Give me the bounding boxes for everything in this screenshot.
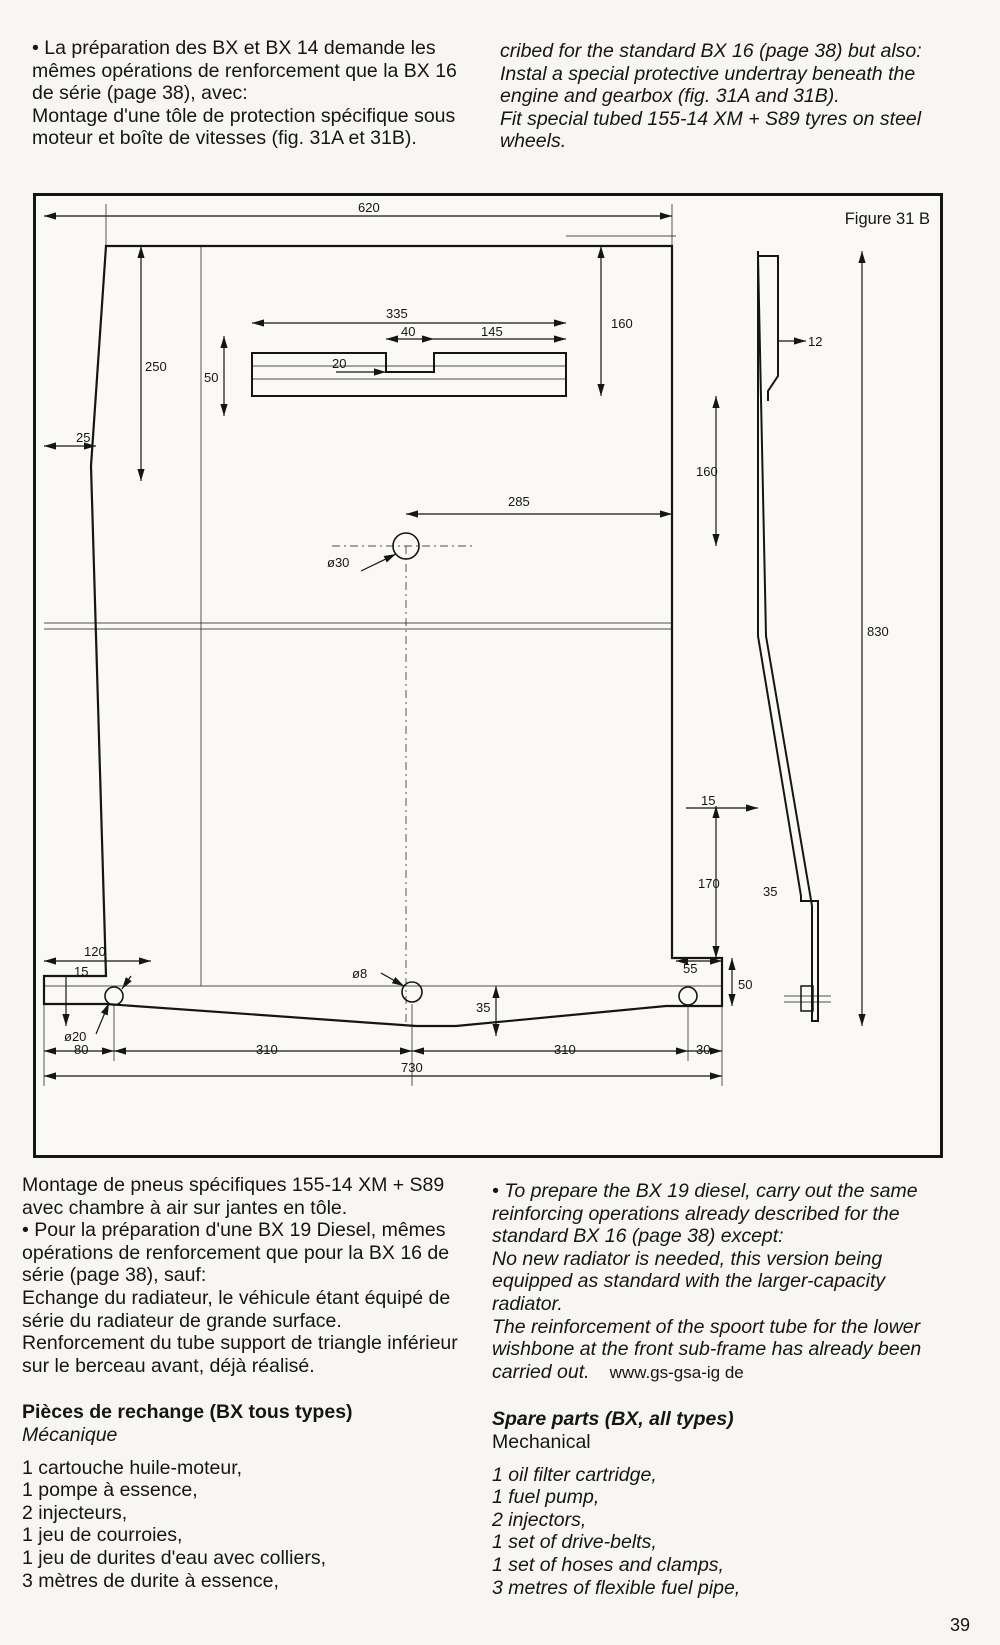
- dim-50-bottom: 50: [738, 977, 752, 992]
- en-spares-list: 1 oil filter cartridge, 1 fuel pump, 2 i…: [492, 1464, 952, 1600]
- technical-drawing: 620 335 40 145 160 12 250 50 20 25 160 2…: [42, 200, 889, 1086]
- dim-335: 335: [386, 306, 408, 321]
- dim-80: 80: [74, 1042, 88, 1057]
- french-diesel-section: Montage de pneus spécifiques 155-14 XM +…: [22, 1174, 482, 1592]
- fr-tyres-para: Montage de pneus spécifiques 155-14 XM +…: [22, 1174, 445, 1219]
- dim-30: 30: [696, 1042, 710, 1057]
- website-url: www.gs-gsa-ig de: [609, 1362, 744, 1382]
- dim-40: 40: [401, 324, 415, 339]
- english-diesel-section: • To prepare the BX 19 diesel, carry out…: [492, 1180, 952, 1599]
- hole-left: [104, 986, 124, 1006]
- dim-35-bottom: 35: [476, 1000, 490, 1015]
- fr-undertray-para: Montage d'une tôle de protection spécifi…: [32, 104, 456, 150]
- fr-spares-subheading: Mécanique: [22, 1423, 118, 1446]
- list-item: 1 oil filter cartridge,: [492, 1463, 657, 1486]
- fr-spares-heading: Pièces de rechange (BX tous types): [22, 1401, 353, 1424]
- list-item: 1 cartouche huile-moteur,: [22, 1456, 243, 1479]
- dim-20: 20: [332, 356, 346, 371]
- dim-dia-20: ø20: [64, 1029, 86, 1044]
- dim-120: 120: [84, 944, 106, 959]
- dim-15-right: 15: [701, 793, 715, 808]
- hole-8-centre: [401, 981, 423, 1003]
- fr-spares-list: 1 cartouche huile-moteur, 1 pompe à esse…: [22, 1457, 482, 1593]
- fr-diesel-para: • Pour la préparation d'une BX 19 Diesel…: [22, 1219, 450, 1287]
- en-intro-para: cribed for the standard BX 16 (page 38) …: [500, 40, 922, 62]
- en-spares-subheading: Mechanical: [492, 1430, 591, 1453]
- list-item: 1 fuel pump,: [492, 1486, 600, 1509]
- dim-160-top: 160: [611, 316, 633, 331]
- dim-50-top: 50: [204, 370, 218, 385]
- en-diesel-para: • To prepare the BX 19 diesel, carry out…: [492, 1180, 918, 1248]
- reinforcement-bar: [251, 352, 567, 397]
- list-item: 1 jeu de durites d'eau avec colliers,: [22, 1546, 326, 1569]
- dim-145: 145: [481, 324, 503, 339]
- list-item: 2 injectors,: [492, 1508, 587, 1531]
- list-item: 3 mètres de durite à essence,: [22, 1569, 279, 1592]
- dim-15-left: 15: [74, 964, 88, 979]
- side-profile: [757, 251, 819, 1022]
- dim-730: 730: [401, 1060, 423, 1075]
- dim-830: 830: [867, 624, 889, 639]
- list-item: 1 set of hoses and clamps,: [492, 1553, 724, 1576]
- dim-310-right: 310: [554, 1042, 576, 1057]
- dim-620: 620: [358, 200, 380, 215]
- hole-right: [678, 986, 698, 1006]
- en-tyres-para: Fit special tubed 155-14 XM + S89 tyres …: [500, 107, 922, 153]
- fr-intro-para: • La préparation des BX et BX 14 demande…: [32, 37, 457, 105]
- fr-radiator-para: Echange du radiateur, le véhicule étant …: [22, 1286, 451, 1332]
- list-item: 1 jeu de courroies,: [22, 1524, 183, 1547]
- en-undertray-para: Instal a special protective undertray be…: [500, 62, 916, 108]
- dim-12: 12: [808, 334, 822, 349]
- list-item: 3 metres of flexible fuel pipe,: [492, 1576, 741, 1599]
- dim-55: 55: [683, 961, 697, 976]
- list-item: 2 injecteurs,: [22, 1501, 128, 1524]
- dim-35-right: 35: [763, 884, 777, 899]
- fr-wishbone-para: Renforcement du tube support de triangle…: [22, 1332, 458, 1377]
- en-wishbone-para: The reinforcement of the spoort tube for…: [492, 1315, 922, 1383]
- dim-310-left: 310: [256, 1042, 278, 1057]
- dim-25: 25: [76, 430, 90, 445]
- hole-30: [392, 532, 420, 560]
- english-intro: cribed for the standard BX 16 (page 38) …: [500, 40, 950, 153]
- list-item: 1 pompe à essence,: [22, 1479, 198, 1502]
- dim-160-mid: 160: [696, 464, 718, 479]
- french-intro: • La préparation des BX et BX 14 demande…: [32, 37, 478, 150]
- en-spares-heading: Spare parts (BX, all types): [492, 1408, 734, 1431]
- figure-31b: Figure 31 B: [33, 193, 943, 1158]
- figure-title: Figure 31 B: [844, 210, 930, 228]
- dim-285: 285: [508, 494, 530, 509]
- page-number: 39: [950, 1615, 971, 1635]
- dim-dia-8: ø8: [352, 966, 367, 981]
- dim-250: 250: [145, 359, 167, 374]
- en-radiator-para: No new radiator is needed, this version …: [492, 1247, 886, 1315]
- list-item: 1 set of drive-belts,: [492, 1531, 657, 1554]
- dim-dia-30: ø30: [327, 555, 349, 570]
- dim-170: 170: [698, 876, 720, 891]
